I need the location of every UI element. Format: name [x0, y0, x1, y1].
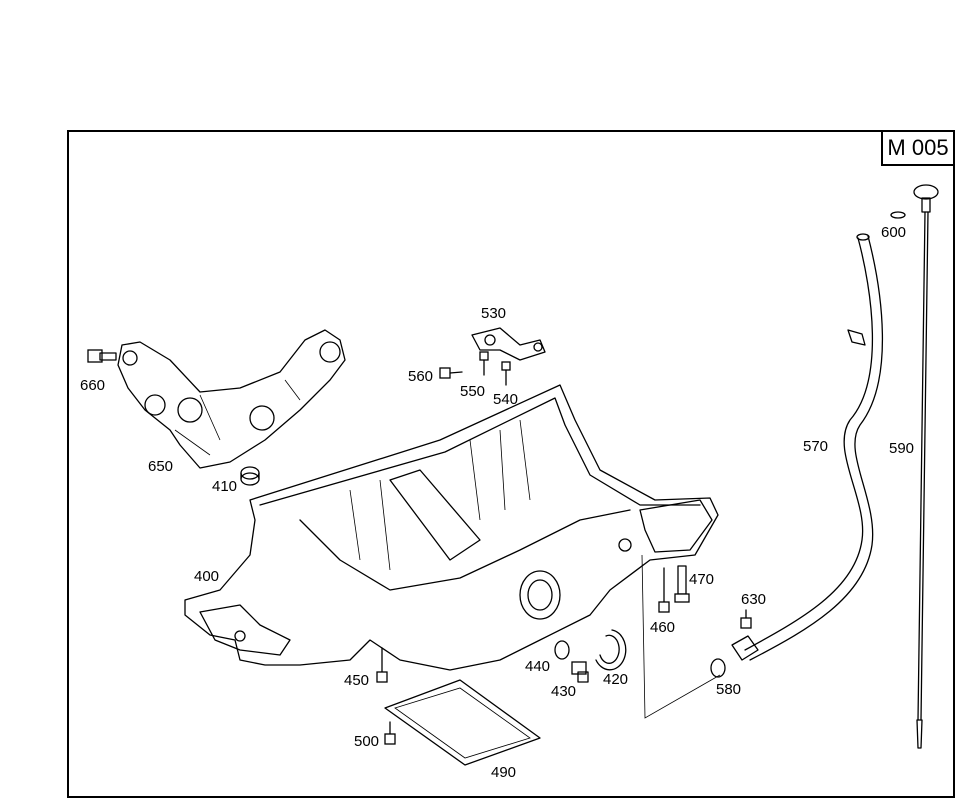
- leader-line-bracket: [641, 554, 721, 719]
- label-440: 440: [525, 658, 550, 675]
- label-490: 490: [491, 764, 516, 781]
- bolt-560[interactable]: [439, 367, 463, 379]
- o-ring-580[interactable]: [710, 658, 726, 678]
- seal-ring-440[interactable]: [554, 640, 570, 660]
- label-540: 540: [493, 391, 518, 408]
- bolt-550[interactable]: [479, 351, 489, 376]
- drain-plug-430[interactable]: [571, 661, 589, 683]
- label-650: 650: [148, 458, 173, 475]
- label-590: 590: [889, 440, 914, 457]
- label-400: 400: [194, 568, 219, 585]
- label-420: 420: [603, 671, 628, 688]
- engine-mount-bracket-650[interactable]: [117, 329, 346, 469]
- bolt-500[interactable]: [384, 721, 396, 745]
- bolt-630[interactable]: [740, 609, 752, 629]
- label-600: 600: [881, 224, 906, 241]
- diagram-code-box: M 005: [881, 130, 955, 166]
- bracket-530[interactable]: [471, 327, 546, 361]
- seal-600[interactable]: [890, 211, 906, 219]
- diagram-frame: [67, 130, 955, 798]
- label-530: 530: [481, 305, 506, 322]
- bolt-540[interactable]: [501, 361, 511, 386]
- label-580: 580: [716, 681, 741, 698]
- label-500: 500: [354, 733, 379, 750]
- label-460: 460: [650, 619, 675, 636]
- label-450: 450: [344, 672, 369, 689]
- dipstick-tube-570[interactable]: [731, 233, 884, 661]
- retaining-ring-420[interactable]: [595, 629, 627, 671]
- bolt-460[interactable]: [658, 567, 670, 613]
- oil-pan-upper-400[interactable]: [184, 384, 719, 671]
- cover-plate-490[interactable]: [384, 679, 541, 766]
- label-410: 410: [212, 478, 237, 495]
- label-470: 470: [689, 571, 714, 588]
- bolt-660[interactable]: [87, 349, 117, 363]
- label-570: 570: [803, 438, 828, 455]
- bushing-410[interactable]: [240, 466, 260, 486]
- dipstick-590[interactable]: [913, 184, 939, 749]
- label-660: 660: [80, 377, 105, 394]
- label-630: 630: [741, 591, 766, 608]
- label-560: 560: [408, 368, 433, 385]
- label-550: 550: [460, 383, 485, 400]
- bolt-470[interactable]: [674, 565, 690, 603]
- label-430: 430: [551, 683, 576, 700]
- bolt-450[interactable]: [376, 647, 388, 683]
